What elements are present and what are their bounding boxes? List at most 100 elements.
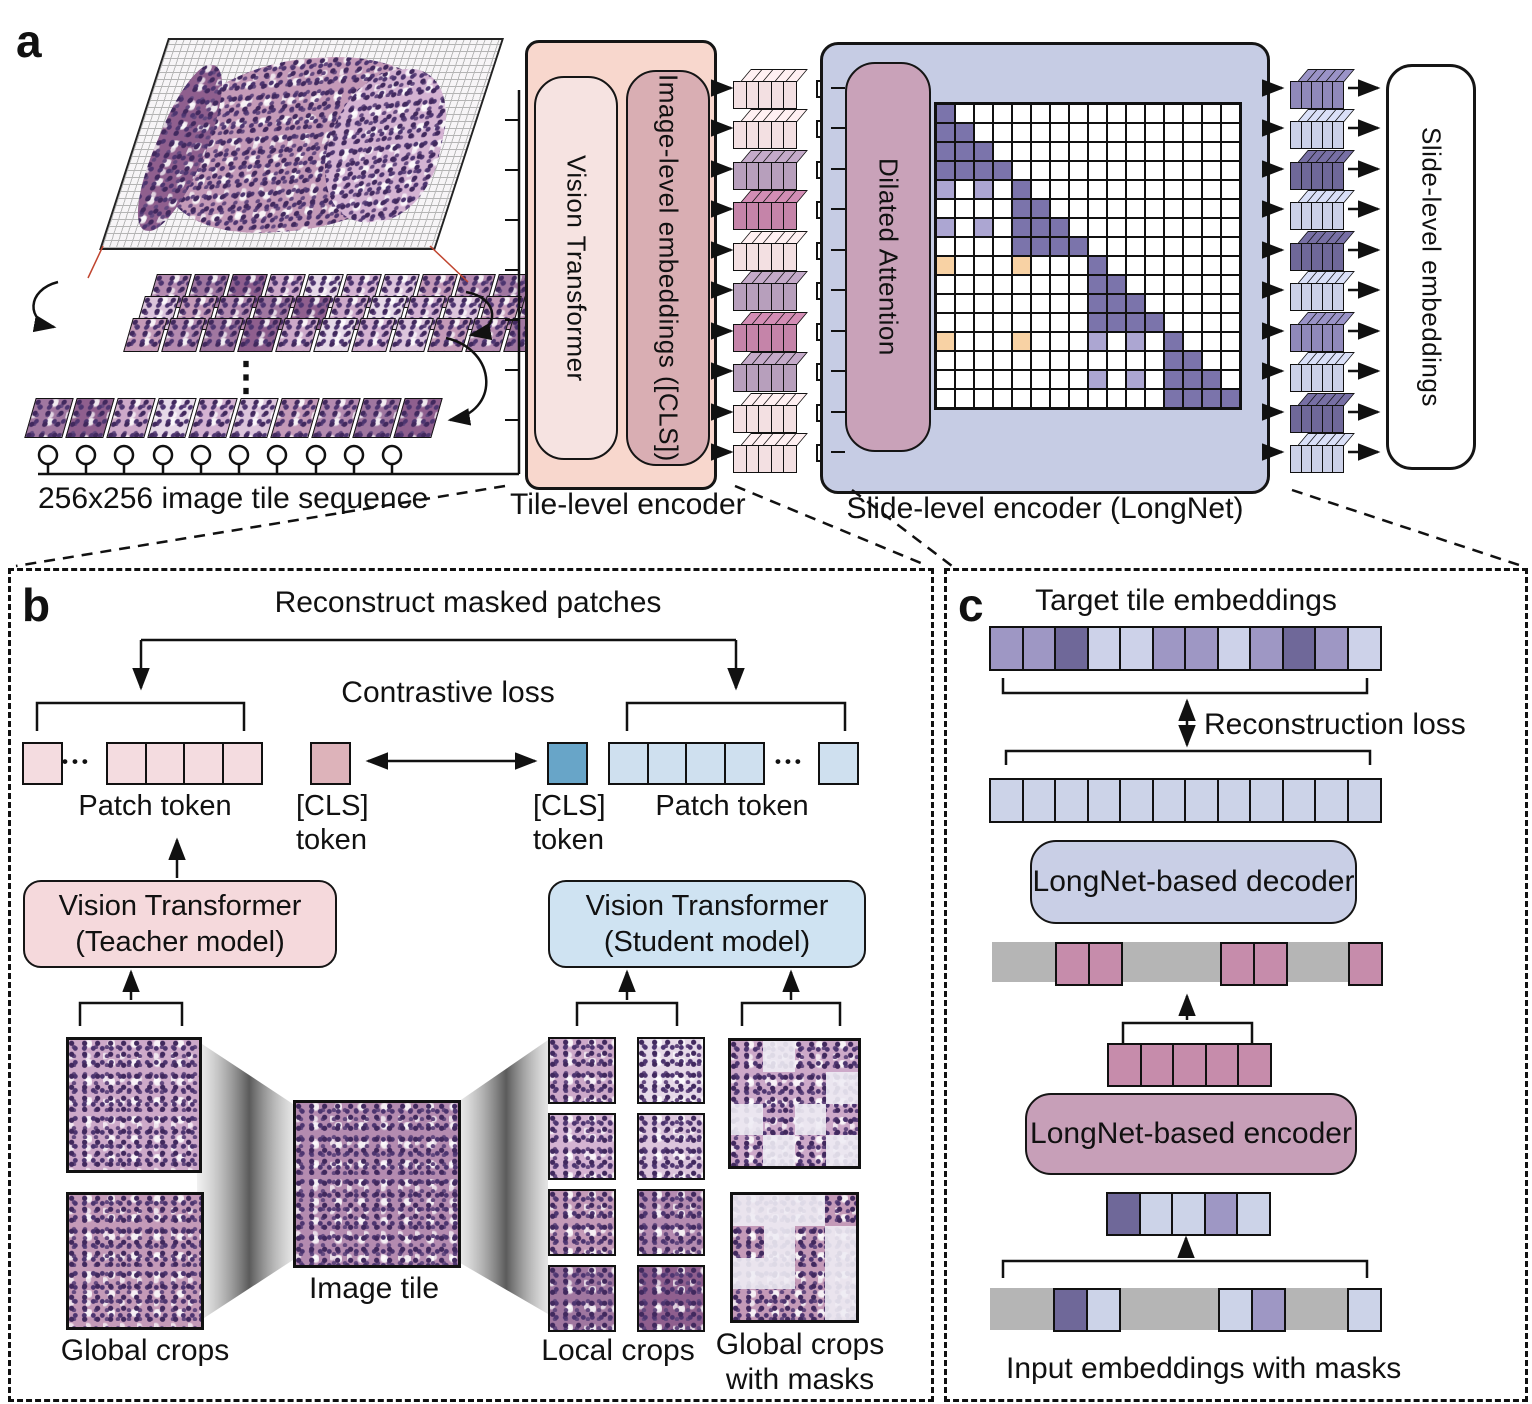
predicted-embedding-cell (1184, 778, 1219, 823)
tile-embedding-stack (733, 69, 808, 109)
input-embedding-cell (1171, 1192, 1206, 1236)
attention-cell (1221, 313, 1240, 332)
attention-cell (1183, 123, 1202, 142)
mask-cell (794, 1195, 826, 1227)
masked-token-cell (1237, 1043, 1272, 1087)
dilated-attention-grid (934, 102, 1242, 410)
local-crops-label: Local crops (541, 1334, 695, 1367)
attention-cell (955, 104, 974, 123)
attention-cell (1145, 199, 1164, 218)
attention-cell (1050, 161, 1069, 180)
attention-cell (1031, 237, 1050, 256)
attention-cell (1031, 161, 1050, 180)
mask-pair-2 (1220, 942, 1288, 986)
attention-cell (936, 218, 955, 237)
attention-cell (974, 142, 993, 161)
attention-cell (974, 275, 993, 294)
attention-cell (1126, 256, 1145, 275)
histology-tile (275, 318, 320, 352)
attention-cell (1221, 142, 1240, 161)
masks-label-line2: with masks (725, 1362, 875, 1396)
attention-cell (1126, 370, 1145, 389)
whole-slide-image (99, 38, 504, 250)
attention-cell (1183, 237, 1202, 256)
attention-cell (1031, 294, 1050, 313)
attention-cell (955, 294, 974, 313)
mask-token-cell (1348, 942, 1383, 986)
attention-cell (974, 313, 993, 332)
attention-cell (1126, 237, 1145, 256)
attention-cell (1202, 275, 1221, 294)
attention-cell (1088, 123, 1107, 142)
attention-cell (1069, 180, 1088, 199)
ellipsis-right: ••• (775, 752, 805, 771)
mask-cell (763, 1195, 795, 1227)
masked-token-cell (1172, 1043, 1207, 1087)
histology-tile (199, 318, 244, 352)
attention-cell (1145, 256, 1164, 275)
attention-cell (1012, 199, 1031, 218)
attention-cell (1164, 313, 1183, 332)
attention-cell (1069, 389, 1088, 408)
slide-embedding-stack (1290, 393, 1355, 433)
mask-cell (794, 1103, 827, 1135)
attention-cell (1164, 199, 1183, 218)
mask-cell (795, 1226, 826, 1257)
target-embedding-cell (1216, 626, 1252, 671)
attention-cell (1069, 313, 1088, 332)
image-tile-label: Image tile (308, 1272, 440, 1305)
attention-cell (1164, 180, 1183, 199)
output-box-arrows (1348, 79, 1381, 461)
sequence-nodes (37, 444, 403, 474)
tile-embedding-stack (733, 109, 808, 149)
tile-embedding-stack (733, 312, 808, 352)
attention-cell (1183, 275, 1202, 294)
attention-cell (1145, 218, 1164, 237)
attention-cell (1031, 256, 1050, 275)
attention-cell (1183, 370, 1202, 389)
attention-cell (1050, 351, 1069, 370)
mask-cell (731, 1072, 763, 1103)
attention-cell (974, 389, 993, 408)
histology-tile (637, 1037, 705, 1104)
attention-cell (974, 294, 993, 313)
attention-cell (1164, 218, 1183, 237)
attention-cell (1031, 389, 1050, 408)
mask-cell (762, 1041, 795, 1073)
input-embedding-cell (1250, 1288, 1286, 1332)
attention-cell (1107, 332, 1126, 351)
histology-tile (548, 1037, 616, 1104)
mask-cell (825, 1195, 856, 1226)
attention-cell (1126, 332, 1145, 351)
vision-transformer-box: Vision Transformer (534, 76, 618, 460)
attention-cell (1164, 389, 1183, 408)
attention-cell (1050, 180, 1069, 199)
attention-cell (955, 180, 974, 199)
mask-cell (795, 1258, 826, 1289)
attention-cell (936, 313, 955, 332)
input-embedding-cell (1347, 1288, 1382, 1332)
histology-tile (548, 1113, 616, 1180)
attention-cell (955, 199, 974, 218)
attention-cell (1050, 104, 1069, 123)
tile-embedding-stack (733, 393, 808, 433)
attention-cell (1126, 161, 1145, 180)
dilated-attention-box: Dilated Attention (845, 62, 931, 452)
attention-cell (1221, 294, 1240, 313)
attention-cell (1069, 123, 1088, 142)
attention-cell (1145, 104, 1164, 123)
attention-cell (1202, 256, 1221, 275)
histology-tile (351, 318, 396, 352)
histology-tile (637, 1189, 705, 1256)
student-line2: (Student model) (603, 926, 811, 958)
attention-cell (1126, 389, 1145, 408)
tile-embedding-stack (733, 271, 808, 311)
attention-cell (993, 161, 1012, 180)
attention-cell (1069, 256, 1088, 275)
attention-cell (1050, 256, 1069, 275)
mask-token-cell (1055, 942, 1090, 986)
mask-token-cell (1252, 942, 1288, 986)
attention-cell (1183, 104, 1202, 123)
attention-cell (1012, 123, 1031, 142)
input-embedding-cell (1085, 1288, 1121, 1332)
